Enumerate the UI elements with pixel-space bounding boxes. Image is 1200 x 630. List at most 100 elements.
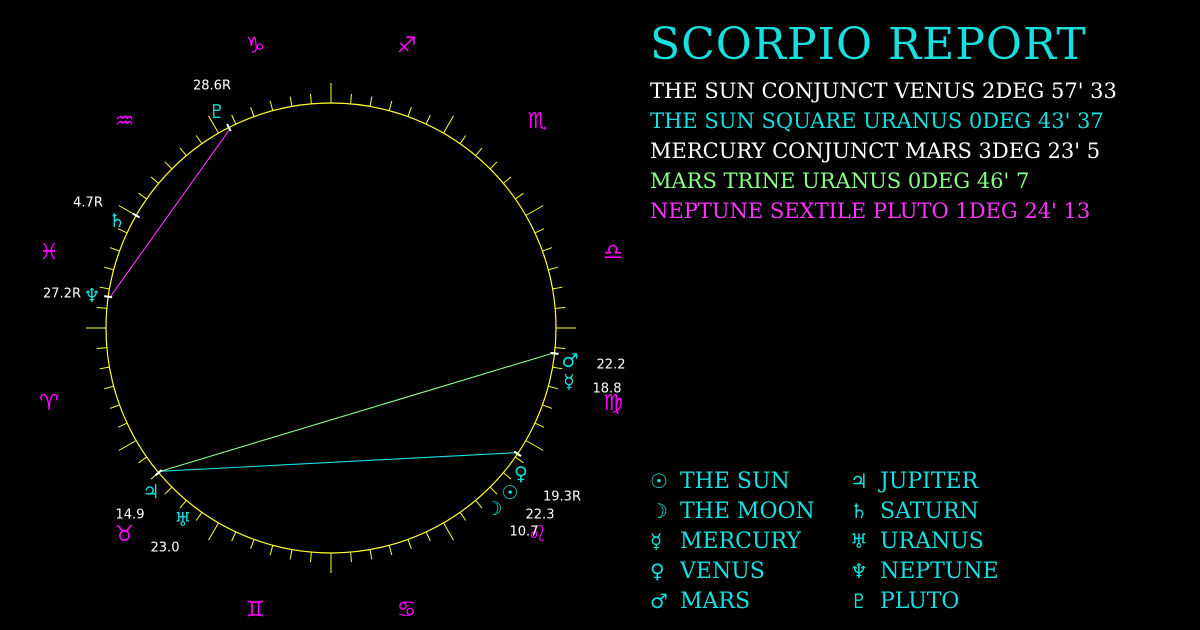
degree-tick [96,307,107,309]
mars-icon: ♂ [650,589,668,613]
aspect-lines [109,128,553,472]
degree-tick [118,440,137,451]
degree-tick [195,512,203,521]
neptune-icon: ♆ [850,559,868,583]
legend-item-neptune: ♆NEPTUNE [850,556,1050,586]
degree-tick [96,347,107,349]
jupiter-degree-label: 14.9 [116,508,145,523]
pluto-icon: ♇ [850,589,868,613]
legend-label: PLUTO [880,588,960,614]
degree-tick [542,404,552,409]
planet-markers: ♂22.2☿18.8♀19.3R☉22.3☽10.7♃14.9♅23.0♆27.… [43,79,625,556]
aspect-line-neptune-pluto [109,128,231,298]
aries-icon: ♈ [39,391,59,416]
mercury-icon: ☿ [650,529,663,553]
degree-tick [388,100,393,111]
saturn-icon: ♄ [850,499,868,523]
mars-degree-label: 22.2 [597,358,626,373]
moon-icon: ☽ [650,499,668,523]
neptune-degree-label: 27.2R [43,287,81,302]
degree-tick [269,545,274,556]
degree-tick [525,440,544,451]
degree-tick [110,247,120,252]
aspect-item: NEPTUNE SEXTILE PLUTO 1DEG 24' 13 [650,199,1091,223]
degree-tick [138,456,147,464]
legend-label: MERCURY [680,528,801,554]
degree-tick [310,552,312,563]
legend-item-jupiter: ♃JUPITER [850,466,1050,496]
degree-tick [369,96,373,107]
degree-tick [542,247,552,252]
degree-tick [555,307,566,309]
legend-item-uranus: ♅URANUS [850,526,1050,556]
sagittarius-icon: ♐ [397,33,417,58]
degree-tick [231,531,237,542]
degree-tick [443,115,454,134]
cancer-icon: ♋ [397,598,417,623]
aspect-line-mars-uranus [160,352,553,472]
uranus-degree-label: 23.0 [151,541,180,556]
aspect-item: THE SUN CONJUNCT VENUS 2DEG 57' 33 [650,79,1117,103]
degree-tick [103,385,114,390]
degree-tick [117,228,128,234]
degree-tick [407,539,412,549]
degree-ticks [86,83,576,573]
degree-tick [103,266,114,271]
legend-label: SATURN [880,498,979,524]
degree-tick [269,100,274,111]
degree-tick [548,385,559,390]
venus-degree-label: 19.3R [543,490,581,505]
degree-tick [164,161,173,170]
degree-tick [99,366,110,370]
sun-icon: ☉ [501,482,518,504]
moon-degree-label: 10.7 [510,525,539,540]
aquarius-icon: ♒ [115,109,135,134]
degree-tick [250,107,255,117]
neptune-icon: ♆ [83,285,100,307]
degree-tick [555,347,566,349]
mercury-marker [550,352,559,355]
degree-tick [289,96,293,107]
legend-label: THE MOON [680,498,815,524]
zodiac-signs: ♑♐♏♎♍♌♋♊♉♈♓♒ [39,33,623,622]
degree-tick [489,161,498,170]
taurus-icon: ♉ [115,522,135,547]
sun-degree-label: 22.3 [526,508,555,523]
neptune-marker [104,295,113,299]
degree-tick [515,456,524,464]
sun-icon: ☉ [650,469,668,493]
virgo-icon: ♍ [603,391,623,416]
degree-tick [534,228,545,234]
legend-item-venus: ♀VENUS [650,556,850,586]
moon-marker [513,450,522,457]
degree-tick [388,545,393,556]
degree-tick [459,512,467,521]
pisces-icon: ♓ [39,240,59,265]
jupiter-icon: ♃ [142,481,159,503]
degree-tick [407,107,412,117]
degree-tick [425,114,431,125]
degree-tick [525,205,544,216]
degree-tick [117,422,128,428]
mars-icon: ♂ [561,350,578,372]
degree-tick [425,531,431,542]
saturn-marker [132,212,141,219]
degree-tick [503,472,512,480]
scorpio-icon: ♏ [528,109,548,134]
venus-icon: ♀ [650,559,665,583]
aspect-item: MARS TRINE URANUS 0DEG 46' 7 [650,169,1030,193]
degree-tick [179,147,187,156]
legend-item-sun: ☉THE SUN [650,466,850,496]
degree-tick [515,192,524,200]
libra-icon: ♎ [603,240,623,265]
degree-tick [369,549,373,560]
degree-tick [350,93,352,104]
degree-tick [150,176,159,184]
degree-tick [552,366,563,370]
degree-tick [548,266,559,271]
degree-tick [138,192,147,200]
legend-item-saturn: ♄ SATURN [850,496,1050,526]
natal-chart-wheel: ♑♐♏♎♍♌♋♊♉♈♓♒ ♂22.2☿18.8♀19.3R☉22.3☽10.7♃… [39,33,625,622]
degree-tick [489,486,498,495]
degree-tick [503,176,512,184]
